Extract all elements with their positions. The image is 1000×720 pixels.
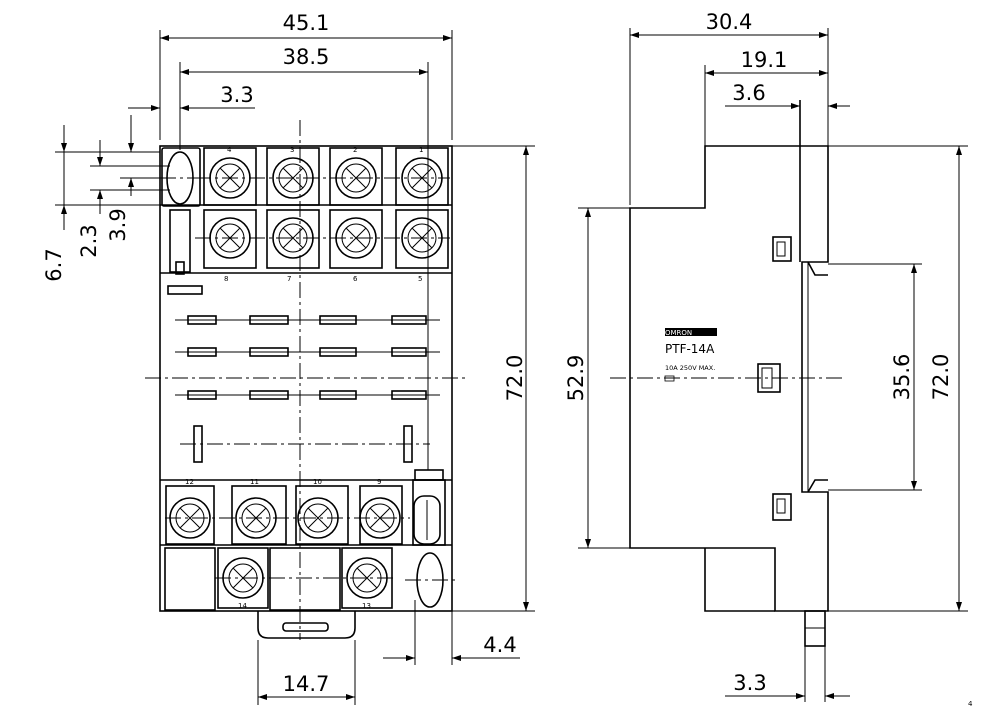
dim-depth: 30.4	[706, 10, 753, 34]
left-marker-slot	[167, 285, 203, 295]
dim-slot-width: 14.7	[283, 672, 330, 696]
model-label: PTF-14A	[665, 342, 715, 356]
terminal-row-3: 12 11 10 9	[165, 478, 403, 545]
dim-hole-offset: 3.3	[220, 83, 253, 107]
terminal-screw	[346, 557, 388, 599]
corner-mark: 4	[968, 700, 973, 708]
dim-rail-depth: 19.1	[741, 48, 788, 72]
side-view: OMRON PTF-14A 10A 250V MAX. 30.4 19.1 3.…	[564, 10, 968, 702]
terminal-screw	[359, 497, 401, 539]
terminal-screw	[401, 157, 443, 199]
terminal-screw	[169, 497, 211, 539]
din-clip	[257, 611, 356, 639]
terminal-screw	[335, 157, 377, 199]
dim-height-2-3: 2.3	[77, 224, 101, 257]
terminal-number: 4	[227, 146, 232, 154]
terminal-row-4: 14 13	[217, 547, 393, 610]
lower-latch	[772, 493, 792, 521]
terminal-number: 13	[362, 602, 371, 610]
terminal-number: 7	[287, 275, 291, 283]
terminal-screw	[222, 557, 264, 599]
dim-mount-hole-spacing: 38.5	[283, 45, 330, 69]
terminal-number: 10	[313, 478, 322, 486]
terminal-screw	[335, 217, 377, 259]
terminal-number: 3	[290, 146, 294, 154]
dim-side-overall-height: 72.0	[929, 354, 953, 401]
dim-overall-width: 45.1	[283, 11, 330, 35]
dim-body-height: 52.9	[564, 355, 588, 402]
terminal-number: 9	[377, 478, 381, 486]
terminal-number: 14	[238, 602, 247, 610]
left-slot	[169, 209, 191, 273]
dim-bottom-offset: 3.3	[733, 671, 766, 695]
terminal-number: 1	[419, 146, 423, 154]
terminal-screw	[209, 217, 251, 259]
terminal-row-1: 4 3 2 1	[203, 146, 449, 206]
terminal-number: 12	[185, 478, 194, 486]
terminal-number: 6	[353, 275, 358, 283]
left-mount-tab	[161, 147, 201, 207]
terminal-screw	[297, 497, 339, 539]
brand-text: OMRON	[665, 329, 692, 337]
terminal-row-2: 8 7 6 5	[203, 209, 449, 283]
terminal-number: 5	[418, 275, 422, 283]
dim-height-3-9: 3.9	[106, 208, 130, 241]
upper-latch	[772, 236, 792, 262]
terminal-screw	[401, 217, 443, 259]
dim-front-overall-height: 72.0	[503, 355, 527, 402]
brand-logo	[665, 328, 717, 336]
dim-clip-offset: 3.6	[732, 81, 765, 105]
dim-height-6-7: 6.7	[42, 248, 66, 281]
internal-contacts	[175, 315, 440, 463]
terminal-number: 8	[224, 275, 228, 283]
terminal-number: 2	[353, 146, 357, 154]
terminal-screw	[272, 157, 314, 199]
terminal-screw	[272, 217, 314, 259]
rating-label: 10A 250V MAX.	[665, 364, 715, 372]
dim-rail-height: 35.6	[890, 354, 914, 401]
terminal-screw	[235, 497, 277, 539]
front-view: 4 3 2 1 8	[42, 11, 535, 705]
terminal-number: 11	[250, 478, 259, 486]
terminal-screw	[209, 157, 251, 199]
dim-side-offset: 4.4	[483, 633, 516, 657]
